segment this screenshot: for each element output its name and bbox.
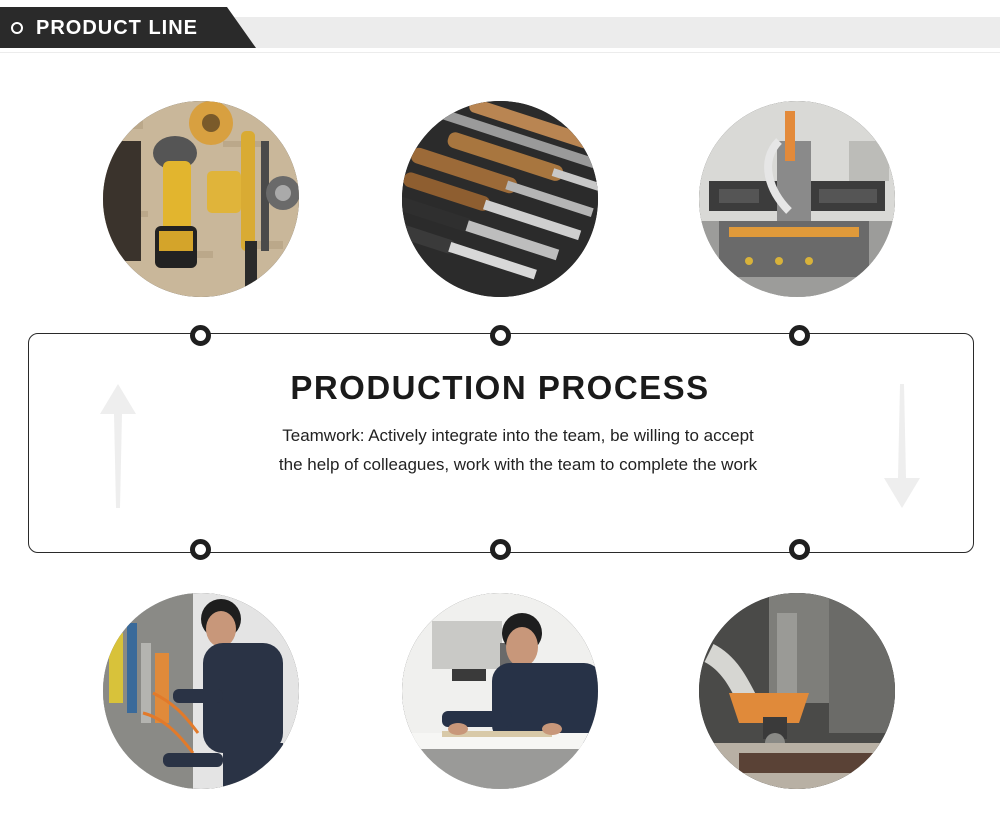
ring-icon xyxy=(11,22,23,34)
chisels-photo xyxy=(402,101,598,297)
worker-panel-photo xyxy=(103,593,299,789)
section-title: PRODUCT LINE xyxy=(36,17,198,39)
connector-knob xyxy=(789,325,810,346)
connector-knob xyxy=(490,325,511,346)
arrow-up-icon xyxy=(100,384,136,508)
connector-knob xyxy=(490,539,511,560)
process-card xyxy=(28,333,974,553)
process-description: Teamwork: Actively integrate into the te… xyxy=(278,426,758,474)
router-spindle-photo xyxy=(699,593,895,789)
connector-knob xyxy=(190,325,211,346)
power-tools-photo xyxy=(103,101,299,297)
connector-knob xyxy=(789,539,810,560)
section-header-tab: PRODUCT LINE xyxy=(0,7,256,48)
process-title: PRODUCTION PROCESS xyxy=(290,369,710,406)
connector-knob xyxy=(190,539,211,560)
header-rule xyxy=(0,52,1000,53)
arrow-down-icon xyxy=(884,384,920,508)
cnc-machine-photo xyxy=(699,101,895,297)
worker-bench-photo xyxy=(402,593,598,789)
